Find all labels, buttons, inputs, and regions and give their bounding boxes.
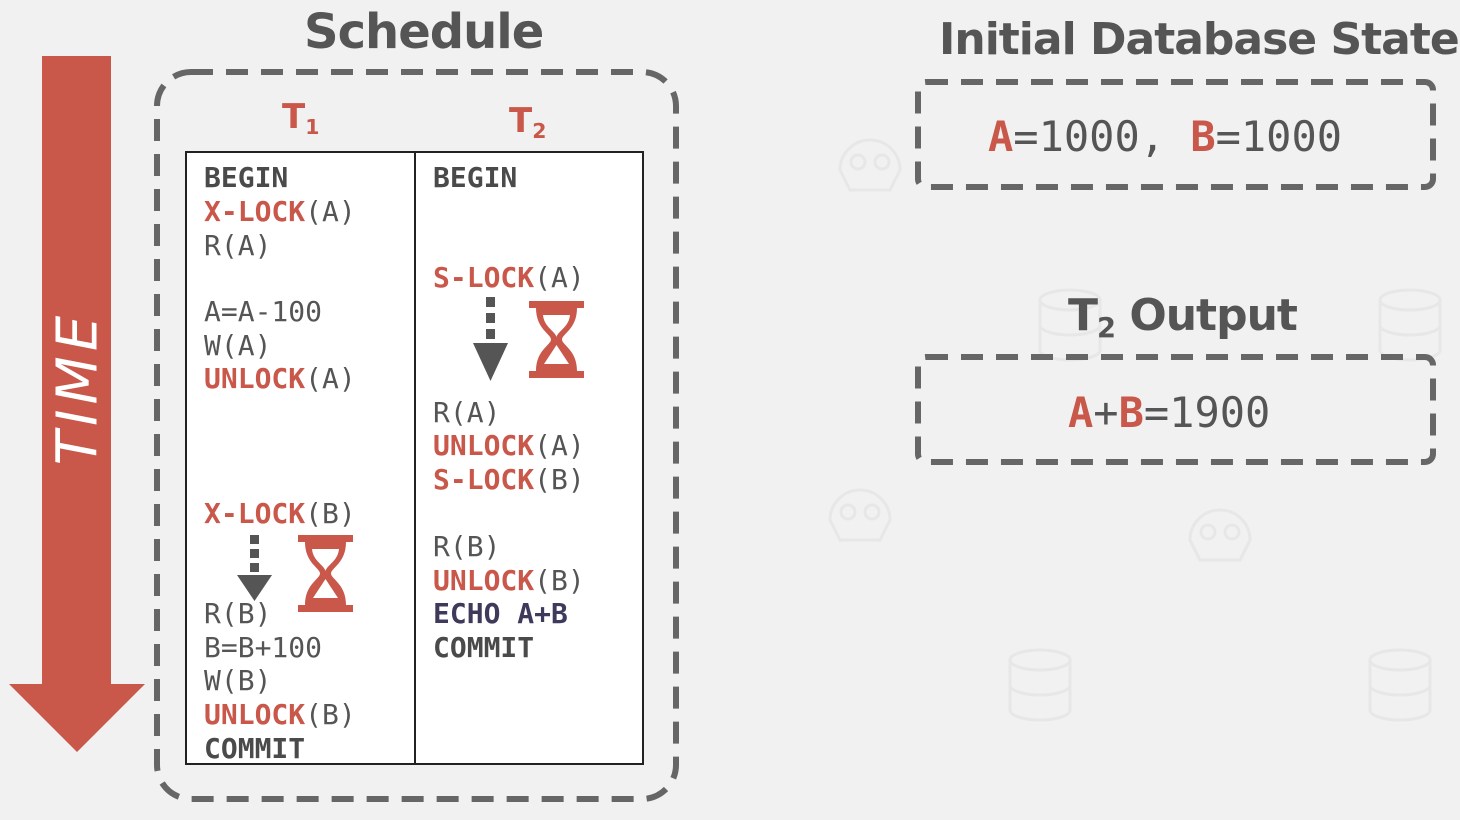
t2-read-a: R(A) bbox=[433, 396, 501, 429]
output-title-subscript: 2 bbox=[1097, 312, 1116, 344]
t2-echo: ECHO A+B bbox=[433, 597, 568, 630]
output-title-letter: T bbox=[1068, 290, 1098, 341]
t2-subscript: 2 bbox=[532, 119, 547, 144]
t1-compute-a: A=A-100 bbox=[204, 295, 323, 328]
hourglass-icon bbox=[529, 301, 584, 378]
schedule-frame bbox=[154, 69, 679, 802]
output-plus: + bbox=[1093, 388, 1119, 437]
t1-subscript: 1 bbox=[305, 115, 320, 140]
t2-wait-indicator bbox=[473, 297, 584, 381]
skull-icon bbox=[828, 488, 892, 542]
t1-unlock-b-arg: (B) bbox=[305, 698, 356, 731]
t2-unlock-a-keyword: UNLOCK bbox=[433, 429, 535, 462]
t2-commit: COMMIT bbox=[433, 631, 535, 664]
t2-slock-b: S-LOCK(B) bbox=[433, 463, 585, 497]
t2-read-b: R(B) bbox=[433, 530, 501, 563]
schedule-title: Schedule bbox=[304, 4, 544, 60]
t1-read-b: R(B) bbox=[204, 597, 272, 630]
initial-a-name: A bbox=[988, 112, 1014, 161]
t2-slock-a: S-LOCK(A) bbox=[433, 261, 585, 295]
t2-letter: T bbox=[509, 101, 533, 141]
t1-unlock-a-arg: (A) bbox=[305, 362, 356, 395]
t1-unlock-a: UNLOCK(A) bbox=[204, 362, 356, 396]
initial-a-value: =1000, bbox=[1013, 112, 1191, 161]
schedule-table: BEGIN X-LOCK(A) R(A) A=A-100 W(A) UNLOCK… bbox=[185, 151, 644, 765]
output-a-name: A bbox=[1068, 388, 1094, 437]
output-values: A+B=1900 bbox=[1068, 388, 1270, 437]
dashed-down-arrow-icon bbox=[473, 297, 508, 381]
initial-state-title: Initial Database State bbox=[939, 14, 1460, 65]
t1-read-a: R(A) bbox=[204, 229, 272, 262]
skull-icon bbox=[838, 138, 902, 192]
t1-compute-b: B=B+100 bbox=[204, 631, 323, 664]
time-arrow bbox=[9, 56, 145, 752]
output-title-rest: Output bbox=[1115, 290, 1298, 341]
t1-xlock-a-keyword: X-LOCK bbox=[204, 195, 306, 228]
t1-unlock-b-keyword: UNLOCK bbox=[204, 698, 306, 731]
t1-xlock-b: X-LOCK(B) bbox=[204, 497, 356, 531]
t2-unlock-b-arg: (B) bbox=[534, 564, 585, 597]
t2-unlock-b: UNLOCK(B) bbox=[433, 564, 585, 598]
t1-xlock-a: X-LOCK(A) bbox=[204, 195, 356, 229]
skull-icon bbox=[1188, 508, 1252, 562]
t2-unlock-a-arg: (A) bbox=[534, 429, 585, 462]
t1-letter: T bbox=[282, 97, 306, 137]
t1-xlock-b-keyword: X-LOCK bbox=[204, 497, 306, 530]
t2-slock-b-keyword: S-LOCK bbox=[433, 463, 535, 496]
t2-unlock-b-keyword: UNLOCK bbox=[433, 564, 535, 597]
t2-header: T2 bbox=[509, 101, 546, 143]
t1-begin: BEGIN bbox=[204, 161, 289, 194]
database-icon bbox=[1008, 648, 1072, 722]
t1-wait-indicator bbox=[237, 535, 353, 612]
t2-begin: BEGIN bbox=[433, 161, 518, 194]
t2-slock-a-keyword: S-LOCK bbox=[433, 261, 535, 294]
column-divider bbox=[414, 153, 416, 763]
t1-write-b: W(B) bbox=[204, 664, 272, 697]
output-title: T2 Output bbox=[1068, 290, 1298, 344]
t1-xlock-b-arg: (B) bbox=[305, 497, 356, 530]
initial-b-value: =1000 bbox=[1215, 112, 1343, 161]
initial-state-values: A=1000, B=1000 bbox=[988, 112, 1342, 161]
t1-header: T1 bbox=[282, 97, 319, 139]
t2-slock-b-arg: (B) bbox=[534, 463, 585, 496]
t1-commit: COMMIT bbox=[204, 732, 306, 765]
t1-unlock-b: UNLOCK(B) bbox=[204, 698, 356, 732]
database-icon bbox=[1378, 288, 1442, 362]
t2-unlock-a: UNLOCK(A) bbox=[433, 429, 585, 463]
output-result: =1900 bbox=[1143, 388, 1271, 437]
output-b-name: B bbox=[1118, 388, 1144, 437]
t2-slock-a-arg: (A) bbox=[534, 261, 585, 294]
t1-unlock-a-keyword: UNLOCK bbox=[204, 362, 306, 395]
t1-write-a: W(A) bbox=[204, 329, 272, 362]
hourglass-icon bbox=[298, 535, 353, 612]
initial-b-name: B bbox=[1190, 112, 1216, 161]
dashed-down-arrow-icon bbox=[237, 535, 272, 601]
database-icon bbox=[1368, 648, 1432, 722]
t1-xlock-a-arg: (A) bbox=[305, 195, 356, 228]
